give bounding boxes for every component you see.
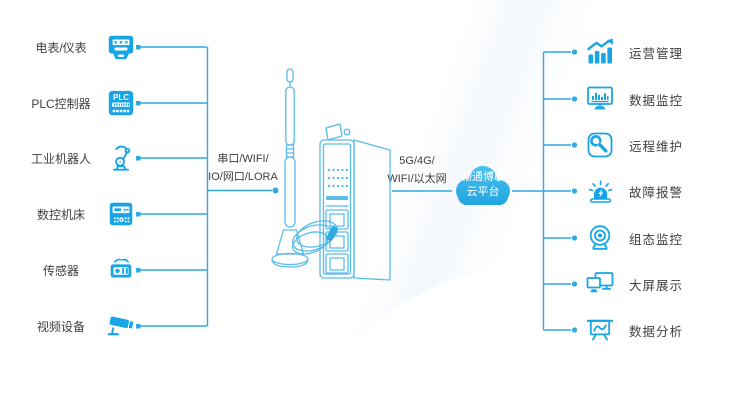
device-row-sensor: 传感器 (24, 255, 136, 285)
device-row-camera: 视频设备 (24, 311, 136, 341)
cloud-name-line1: 物通博联 (461, 171, 505, 183)
camera-icon (107, 316, 134, 336)
plc-icon-text: PLC (113, 93, 129, 102)
cloud-name-line2: 云平台 (466, 186, 500, 198)
device-label: 传感器 (42, 263, 79, 278)
remote-maintenance-icon (587, 132, 613, 158)
function-row-scada-monitor: 组态监控 (584, 222, 683, 254)
data-monitor-icon (587, 86, 613, 110)
function-label: 数据分析 (629, 324, 684, 339)
antenna-tip (286, 68, 294, 83)
industrial-router-illustration (271, 68, 391, 281)
device-row-cnc: 数控机床 (24, 199, 136, 229)
robot-icon (113, 145, 131, 171)
function-label: 远程维护 (629, 139, 684, 154)
fault-alarm-icon (588, 180, 613, 203)
device-row-robot: 工业机器人 (24, 143, 136, 173)
function-label: 组态监控 (629, 232, 684, 247)
function-row-remote-maintenance: 远程维护 (584, 129, 683, 161)
sensor-icon (110, 258, 132, 278)
device-label: 视频设备 (36, 319, 85, 334)
device-label: 电表/仪表 (35, 40, 87, 55)
function-label: 大屏展示 (629, 278, 684, 293)
device-label: PLC控制器 (31, 96, 91, 111)
cnc-icon (109, 202, 133, 226)
device-label: 工业机器人 (30, 151, 91, 166)
device-row-plc: PLC控制器 PLC (24, 88, 136, 118)
router-led-cluster (326, 168, 349, 200)
function-label: 数据监控 (629, 93, 684, 108)
function-row-operations: 运营管理 (584, 36, 683, 68)
big-screen-icon (586, 272, 614, 293)
meter-icon (108, 35, 134, 60)
cloud-platform-label: 物通博联 云平台 (449, 170, 517, 200)
device-row-meter: 电表/仪表 (24, 32, 136, 62)
function-row-big-screen: 大屏展示 (584, 268, 683, 300)
function-row-data-monitor: 数据监控 (584, 83, 683, 115)
function-label: 故障报警 (629, 185, 684, 200)
device-label: 数控机床 (36, 207, 85, 222)
operations-icon (587, 38, 613, 64)
data-analysis-icon (586, 319, 614, 341)
function-label: 运营管理 (629, 46, 684, 61)
plc-icon: PLC (108, 90, 134, 116)
scada-monitor-icon (589, 225, 611, 250)
function-row-fault-alarm: 故障报警 (584, 175, 683, 207)
function-row-data-analysis: 数据分析 (584, 314, 683, 346)
